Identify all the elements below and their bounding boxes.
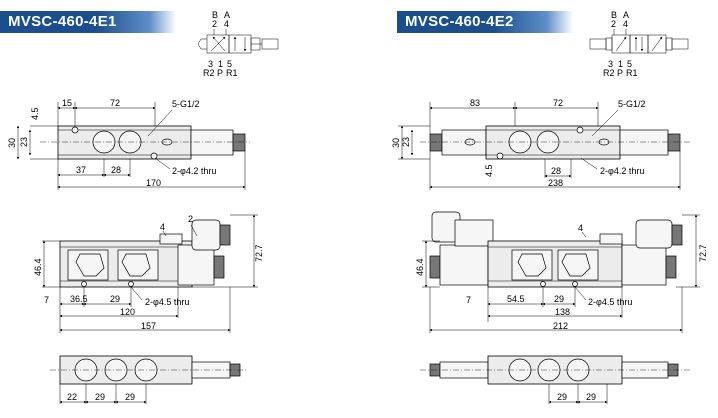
- port-b-label: B: [212, 10, 218, 20]
- side-view-left: 2 4 46.4 72.7 7 36.5 29 2-φ4.5 thru 120 …: [33, 214, 264, 333]
- hole-label-side-r: 2-φ4.5 thru: [588, 297, 632, 307]
- dim-212: 212: [553, 321, 568, 331]
- port-5-label-r: 5: [627, 59, 632, 69]
- dim-157: 157: [141, 321, 156, 331]
- top-view-left: 15 72 5-G1/2 4.5 30 23 37 28 2-φ4.2 thru…: [7, 98, 250, 190]
- dim-29-d: 29: [586, 392, 596, 402]
- bottom-view-right: 29 29: [420, 355, 690, 404]
- hole-label: 2-φ4.2 thru: [172, 166, 216, 176]
- port-4-label-r: 4: [623, 19, 628, 29]
- port-r2-label: R2: [203, 68, 215, 78]
- dim-7-r: 7: [466, 295, 471, 305]
- dim-7: 7: [44, 295, 49, 305]
- connector-top: [232, 133, 246, 152]
- port-5-label: 5: [227, 59, 232, 69]
- dim-238: 238: [548, 178, 563, 188]
- dim-15: 15: [62, 98, 72, 108]
- dim-28-r: 28: [551, 166, 561, 176]
- dim-72-7-r: 72.7: [698, 244, 708, 262]
- port-2-label-r: 2: [611, 19, 616, 29]
- model-title-right: MVSC-460-4E2: [397, 11, 573, 33]
- valve-symbol-left: B A 2 4 3 1 5 R2 P R1: [197, 10, 279, 78]
- valve-symbol-right: B A 2 4 3 1 5 R2 P R1: [589, 10, 689, 78]
- port-a-label-r: A: [623, 10, 629, 20]
- dim-30-r: 30: [391, 138, 401, 148]
- port-p-label: P: [217, 68, 223, 78]
- dim-29-b: 29: [125, 392, 135, 402]
- dim-4: 4: [160, 222, 165, 232]
- hole-label-side: 2-φ4.5 thru: [145, 297, 189, 307]
- dim-29-r: 29: [554, 294, 564, 304]
- dim-29-a: 29: [95, 392, 105, 402]
- dim-72: 72: [110, 98, 120, 108]
- dim-170: 170: [146, 178, 161, 188]
- bottom-view-left: 22 29 29: [50, 355, 248, 404]
- solenoid-top: [190, 129, 234, 156]
- dim-46-4: 46.4: [33, 258, 43, 276]
- dim-29-c: 29: [557, 392, 567, 402]
- port-b-label-r: B: [611, 10, 617, 20]
- port-3-label-r: 3: [608, 59, 613, 69]
- dim-54-5: 54.5: [507, 294, 525, 304]
- solenoid-side: [177, 244, 215, 286]
- dim-30: 30: [7, 138, 17, 148]
- dim-29: 29: [110, 294, 120, 304]
- port-r1-label-r: R1: [626, 68, 638, 78]
- port-4-label: 4: [224, 19, 229, 29]
- dim-2: 2: [188, 214, 193, 224]
- dim-36-5: 36.5: [70, 294, 88, 304]
- port-r2-label-r: R2: [603, 68, 615, 78]
- dim-83: 83: [470, 98, 480, 108]
- dim-22: 22: [67, 392, 77, 402]
- thread-label-r: 5-G1/2: [618, 99, 646, 109]
- dim-4-5: 4.5: [30, 107, 40, 120]
- port-r1-label: R1: [226, 68, 238, 78]
- thread-label: 5-G1/2: [172, 99, 200, 109]
- port-1-label: 1: [218, 59, 223, 69]
- port-3-label: 3: [208, 59, 213, 69]
- hole-label-r: 2-φ4.2 thru: [600, 166, 644, 176]
- port-1-label-r: 1: [618, 59, 623, 69]
- port-a-label: A: [224, 10, 230, 20]
- dim-72-7: 72.7: [254, 244, 264, 262]
- dim-46-4-r: 46.4: [415, 258, 425, 276]
- dim-28: 28: [111, 165, 121, 175]
- model-title-left: MVSC-460-4E1: [0, 11, 176, 33]
- dim-37: 37: [76, 165, 86, 175]
- dim-120: 120: [120, 307, 135, 317]
- port-2-label: 2: [212, 19, 217, 29]
- dim-23: 23: [19, 137, 29, 147]
- port-p-label-r: P: [617, 68, 623, 78]
- dim-138: 138: [555, 307, 570, 317]
- top-view-right: 83 72 5-G1/2 30 23 4.5 28 2-φ4.2 thru 23…: [391, 98, 690, 190]
- dim-4-r: 4: [578, 223, 583, 233]
- dim-23-r: 23: [401, 137, 411, 147]
- dim-4-5-r: 4.5: [484, 164, 494, 177]
- side-view-right: 4 46.4 72.7 7 54.5 29 2-φ4.5 thru 138 21…: [415, 211, 708, 333]
- dim-72-r: 72: [553, 98, 563, 108]
